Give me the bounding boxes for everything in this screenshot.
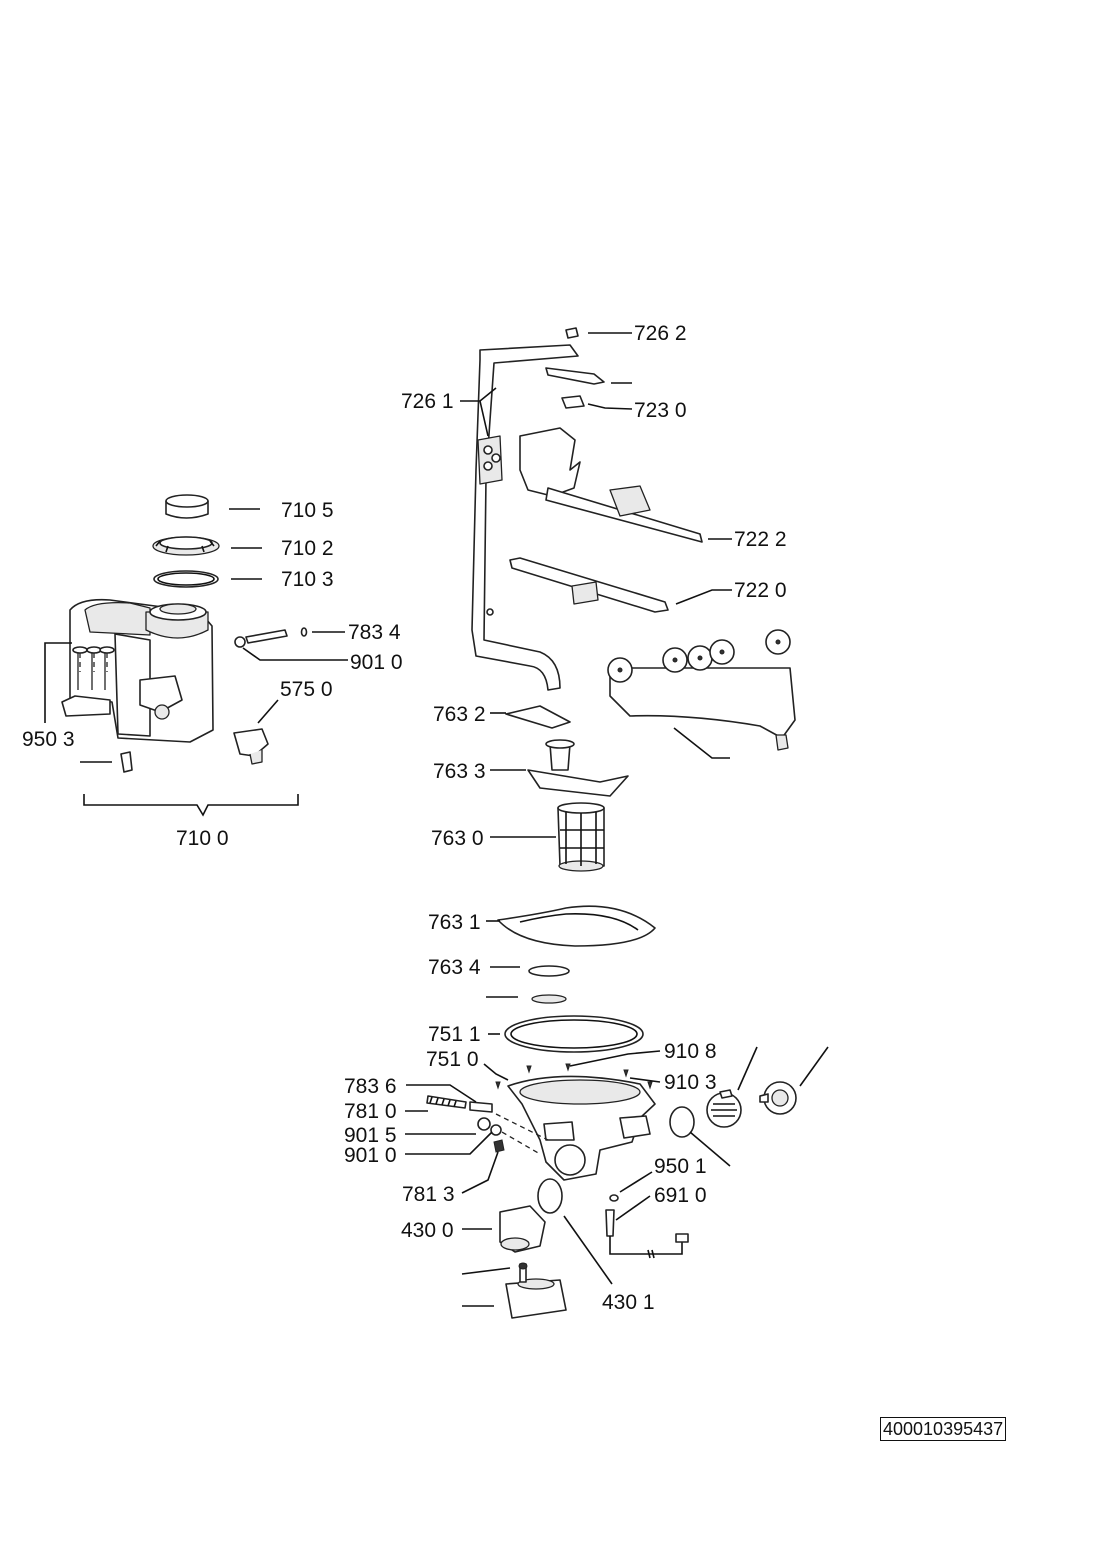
part-filter-763-0 xyxy=(557,802,605,872)
part-clip-950-3 xyxy=(120,751,133,773)
label-710-3: 710 3 xyxy=(281,568,334,591)
part-cap-710-5 xyxy=(165,494,209,519)
label-950-1: 950 1 xyxy=(654,1155,707,1178)
callout-labels: 726 2 726 1 723 0 722 2 722 0 710 5 710 … xyxy=(22,322,787,1314)
label-901-0-top: 901 0 xyxy=(350,651,403,674)
leader-lines-left xyxy=(44,508,348,817)
part-motor-pump xyxy=(505,1262,567,1319)
leader-lines-right xyxy=(405,332,829,1307)
label-901-0-bottom: 901 0 xyxy=(344,1144,397,1167)
part-valve-575-0 xyxy=(233,728,269,765)
part-hose-783-4 xyxy=(234,627,308,648)
part-clip-763-2 xyxy=(505,705,571,729)
label-710-2: 710 2 xyxy=(281,537,334,560)
part-spray-pipe-726-1 xyxy=(471,344,579,691)
label-710-5: 710 5 xyxy=(281,499,334,522)
label-910-3: 910 3 xyxy=(664,1071,717,1094)
part-cover-2 xyxy=(759,1081,797,1115)
label-430-1: 430 1 xyxy=(602,1291,655,1314)
part-seal-763-4 xyxy=(528,965,570,977)
part-lower-arm-722-0 xyxy=(509,557,669,613)
part-drain-pump-430-0 xyxy=(499,1205,546,1253)
part-microfilter-763-1 xyxy=(497,905,656,947)
label-763-2: 763 2 xyxy=(433,703,486,726)
label-950-3: 950 3 xyxy=(22,728,75,751)
label-751-0: 751 0 xyxy=(426,1048,479,1071)
label-901-5: 901 5 xyxy=(344,1124,397,1147)
part-gasket-751-1 xyxy=(504,1015,644,1053)
part-spray-bracket xyxy=(607,629,796,751)
part-gasket-710-3 xyxy=(153,570,219,588)
part-filter-holder-763-3 xyxy=(527,739,629,797)
label-910-8: 910 8 xyxy=(664,1040,717,1063)
document-id-box: 400010395437 xyxy=(880,1417,1007,1441)
label-722-0: 722 0 xyxy=(734,579,787,602)
label-783-6: 783 6 xyxy=(344,1075,397,1098)
label-763-3: 763 3 xyxy=(433,760,486,783)
part-upper-arm-722-2 xyxy=(519,427,703,543)
label-722-2: 722 2 xyxy=(734,528,787,551)
part-heater-781-0 xyxy=(426,1095,549,1155)
label-781-0: 781 0 xyxy=(344,1100,397,1123)
label-783-4: 783 4 xyxy=(348,621,401,644)
part-ring-710-2 xyxy=(152,536,220,556)
part-softener-body-710-0 xyxy=(61,598,214,743)
label-575-0: 575 0 xyxy=(280,678,333,701)
label-781-3: 781 3 xyxy=(402,1183,455,1206)
label-726-2: 726 2 xyxy=(634,322,687,345)
part-screws-910 xyxy=(495,1063,653,1090)
label-751-1: 751 1 xyxy=(428,1023,481,1046)
label-691-0: 691 0 xyxy=(654,1184,707,1207)
part-top-nozzle-726-2 xyxy=(545,327,605,409)
part-sump-751-0 xyxy=(507,1075,656,1181)
part-ring-430-1 xyxy=(537,1178,563,1214)
label-763-4: 763 4 xyxy=(428,956,481,979)
part-cover-1 xyxy=(706,1089,742,1128)
label-726-1: 726 1 xyxy=(401,390,454,413)
part-disc xyxy=(531,994,567,1004)
label-723-0: 723 0 xyxy=(634,399,687,422)
part-o-ring-small xyxy=(669,1106,695,1138)
part-sensor-691-0 xyxy=(605,1194,689,1259)
label-763-1: 763 1 xyxy=(428,911,481,934)
label-710-0: 710 0 xyxy=(176,827,229,850)
label-430-0: 430 0 xyxy=(401,1219,454,1242)
label-763-0: 763 0 xyxy=(431,827,484,850)
